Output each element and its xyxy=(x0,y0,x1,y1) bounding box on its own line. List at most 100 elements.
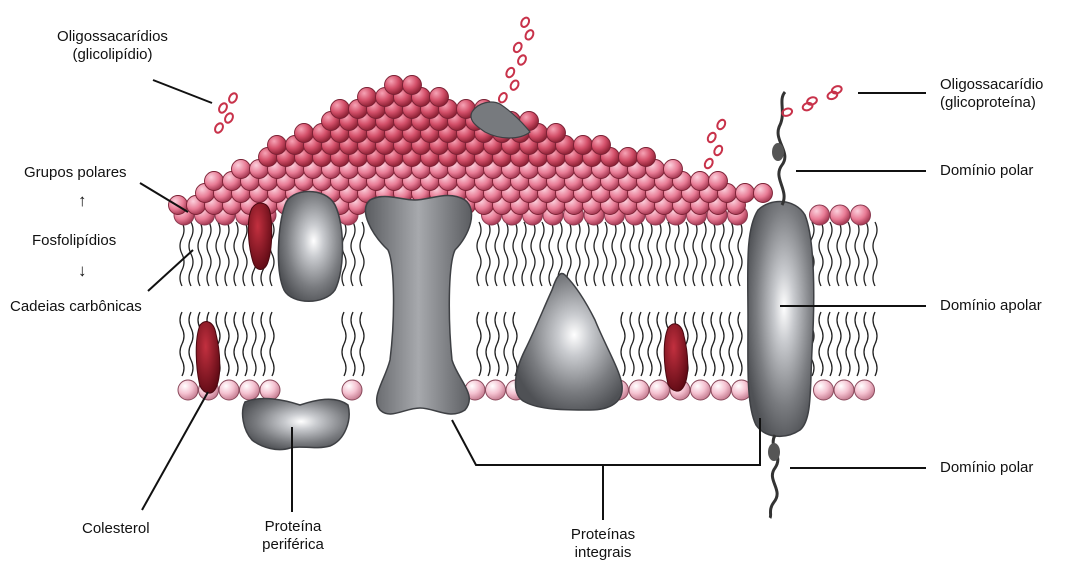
lipid-tail xyxy=(207,222,211,286)
lipid-tail xyxy=(693,312,697,376)
surface-polar-head xyxy=(574,136,593,155)
lipid-tail xyxy=(504,222,508,286)
lipid-tail xyxy=(630,222,634,286)
sugar-unit xyxy=(512,41,523,53)
label-oligo-glicoproteina-line1: Oligossacarídio xyxy=(940,76,1043,94)
arrow-down: ↓ xyxy=(78,262,87,280)
lipid-tail xyxy=(243,312,247,376)
sugar-unit xyxy=(806,96,818,106)
lipid-tail xyxy=(864,312,868,376)
label-proteinas-integrais-line1: Proteínas xyxy=(555,526,651,544)
sugar-unit xyxy=(217,102,228,114)
sugar-unit xyxy=(703,157,714,169)
lipid-tail xyxy=(360,312,364,376)
label-proteina-periferica-line1: Proteína xyxy=(248,518,338,536)
polar-head xyxy=(810,205,830,225)
lipid-tail xyxy=(486,222,490,286)
lipid-tail xyxy=(855,312,859,376)
oval-integral-protein xyxy=(278,191,342,301)
lipid-tail xyxy=(639,312,643,376)
polar-head xyxy=(851,205,871,225)
lipid-tail xyxy=(828,312,832,376)
lipid-tail xyxy=(711,222,715,286)
cholesterol-top-left xyxy=(248,203,271,269)
lipid-tail xyxy=(729,222,733,286)
surface-polar-head xyxy=(430,88,449,107)
lipid-tail xyxy=(684,222,688,286)
lipid-tail xyxy=(270,312,274,376)
lipid-tail xyxy=(531,222,535,286)
lipid-tail xyxy=(666,222,670,286)
lipid-tail xyxy=(711,312,715,376)
label-oligo-glicoproteina: Oligossacarídio (glicoproteína) xyxy=(940,76,1043,112)
lipid-tail xyxy=(864,222,868,286)
lipid-tail xyxy=(738,312,742,376)
label-proteina-periferica-line2: periférica xyxy=(248,536,338,554)
surface-polar-head xyxy=(754,184,773,203)
bone-integral-protein xyxy=(365,196,471,414)
lipid-tail xyxy=(837,312,841,376)
surface-polar-head xyxy=(709,172,728,191)
lipid-tail xyxy=(675,222,679,286)
polar-head xyxy=(650,380,670,400)
lipid-tail xyxy=(477,312,481,376)
label-dominio-polar-bottom: Domínio polar xyxy=(940,459,1033,477)
surface-polar-head xyxy=(232,160,251,179)
lipid-tail xyxy=(486,312,490,376)
sugar-unit xyxy=(520,16,531,28)
label-colesterol: Colesterol xyxy=(82,520,150,538)
sugar-unit xyxy=(713,144,724,156)
label-proteinas-integrais: Proteínas integrais xyxy=(555,526,651,562)
surface-polar-head xyxy=(736,184,755,203)
lipid-tail xyxy=(360,222,364,286)
cholesterol-bottom-left xyxy=(196,322,220,394)
sugar-unit xyxy=(223,112,234,124)
surface-polar-head xyxy=(358,88,377,107)
surface-polar-head xyxy=(664,160,683,179)
leader-cadeias xyxy=(148,250,193,291)
lipid-tail xyxy=(657,222,661,286)
lipid-tail xyxy=(720,222,724,286)
lipid-tail xyxy=(225,222,229,286)
peripheral-protein xyxy=(243,399,350,450)
lipid-tail xyxy=(837,222,841,286)
leader-proteinas-integrais xyxy=(452,418,760,465)
label-cadeias-carbonicas: Cadeias carbônicas xyxy=(10,298,142,316)
lipid-tail xyxy=(702,312,706,376)
lipid-tail xyxy=(513,222,517,286)
lipid-tail xyxy=(549,222,553,286)
sugar-unit xyxy=(497,92,508,104)
lipid-tail xyxy=(351,222,355,286)
lipid-tail xyxy=(873,312,877,376)
lipid-tail xyxy=(225,312,229,376)
lipid-tail xyxy=(234,222,238,286)
lipid-tail xyxy=(594,222,598,286)
glycoprotein-bottom-node xyxy=(768,443,780,461)
polar-head xyxy=(814,380,834,400)
label-oligo-glicoproteina-line2: (glicoproteína) xyxy=(940,94,1043,112)
lipid-tail xyxy=(495,222,499,286)
lipid-tail xyxy=(693,222,697,286)
lipid-tail xyxy=(342,312,346,376)
surface-polar-head xyxy=(403,76,422,95)
leader-oligo-glicolipidio xyxy=(153,80,212,103)
polar-head xyxy=(711,380,731,400)
polar-head xyxy=(855,380,875,400)
lipid-tail xyxy=(648,312,652,376)
lipid-tail xyxy=(495,312,499,376)
polar-head xyxy=(178,380,198,400)
surface-polar-head xyxy=(385,76,404,95)
polar-head xyxy=(260,380,280,400)
lipid-tail xyxy=(639,222,643,286)
sugar-unit xyxy=(516,54,527,66)
label-dominio-polar-top: Domínio polar xyxy=(940,162,1033,180)
lipid-tail xyxy=(216,222,220,286)
label-oligo-glicolipidio: Oligossacarídios (glicolipídio) xyxy=(30,28,195,64)
lipid-tail xyxy=(180,222,184,286)
label-dominio-apolar: Domínio apolar xyxy=(940,297,1042,315)
surface-polar-head xyxy=(205,172,224,191)
sugar-unit xyxy=(706,131,717,143)
surface-polar-head xyxy=(268,136,287,155)
leader-colesterol xyxy=(142,392,208,510)
